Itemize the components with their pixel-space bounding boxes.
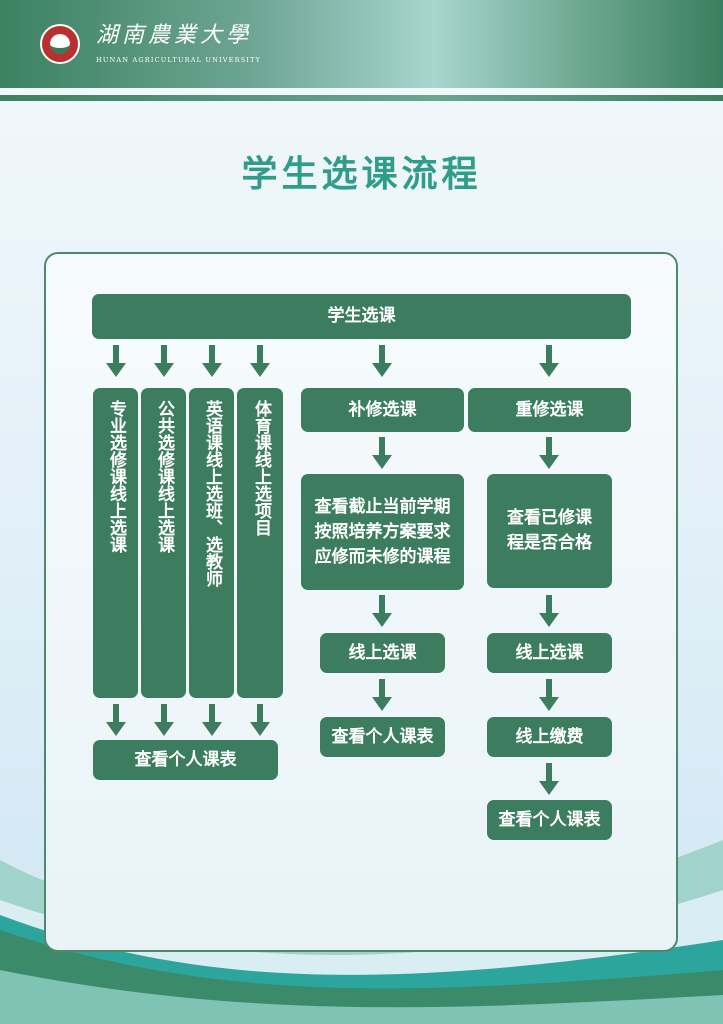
makeup-view-schedule-box: 查看个人课表 xyxy=(320,717,445,757)
flow-card xyxy=(44,252,678,952)
down-arrow-icon xyxy=(154,704,174,736)
column-public-elective: 公共选修课线上选课 xyxy=(141,388,186,698)
column-english: 英语课线上选班、选教师 xyxy=(189,388,234,698)
down-arrow-icon xyxy=(106,345,126,377)
retake-online-select-box: 线上选课 xyxy=(487,633,612,673)
university-name-en: HUNAN AGRICULTURAL UNIVERSITY xyxy=(96,56,262,64)
down-arrow-icon xyxy=(539,763,559,795)
university-name-cn: 湖南農業大學 xyxy=(96,23,253,48)
makeup-check-box: 查看截止当前学期按照培养方案要求应修而未修的课程 xyxy=(301,474,464,590)
down-arrow-icon xyxy=(372,437,392,469)
down-arrow-icon xyxy=(372,345,392,377)
down-arrow-icon xyxy=(202,704,222,736)
down-arrow-icon xyxy=(539,345,559,377)
down-arrow-icon xyxy=(539,595,559,627)
root-student-course-selection: 学生选课 xyxy=(92,294,631,339)
down-arrow-icon xyxy=(202,345,222,377)
column-major-elective: 专业选修课线上选课 xyxy=(93,388,138,698)
down-arrow-icon xyxy=(372,679,392,711)
down-arrow-icon xyxy=(250,704,270,736)
view-schedule-box: 查看个人课表 xyxy=(93,740,278,780)
university-logo-icon xyxy=(40,24,80,64)
down-arrow-icon xyxy=(539,679,559,711)
retake-payment-box: 线上缴费 xyxy=(487,717,612,757)
down-arrow-icon xyxy=(106,704,126,736)
makeup-selection-box: 补修选课 xyxy=(301,388,464,432)
down-arrow-icon xyxy=(539,437,559,469)
page-title: 学生选课流程 xyxy=(241,153,482,195)
down-arrow-icon xyxy=(372,595,392,627)
makeup-online-select-box: 线上选课 xyxy=(320,633,445,673)
down-arrow-icon xyxy=(154,345,174,377)
retake-check-box: 查看已修课程是否合格 xyxy=(487,474,612,588)
down-arrow-icon xyxy=(250,345,270,377)
column-pe: 体育课线上选项目 xyxy=(237,388,283,698)
retake-selection-box: 重修选课 xyxy=(468,388,631,432)
header-banner xyxy=(0,0,723,88)
retake-view-schedule-box: 查看个人课表 xyxy=(487,800,612,840)
header-divider xyxy=(0,95,723,101)
